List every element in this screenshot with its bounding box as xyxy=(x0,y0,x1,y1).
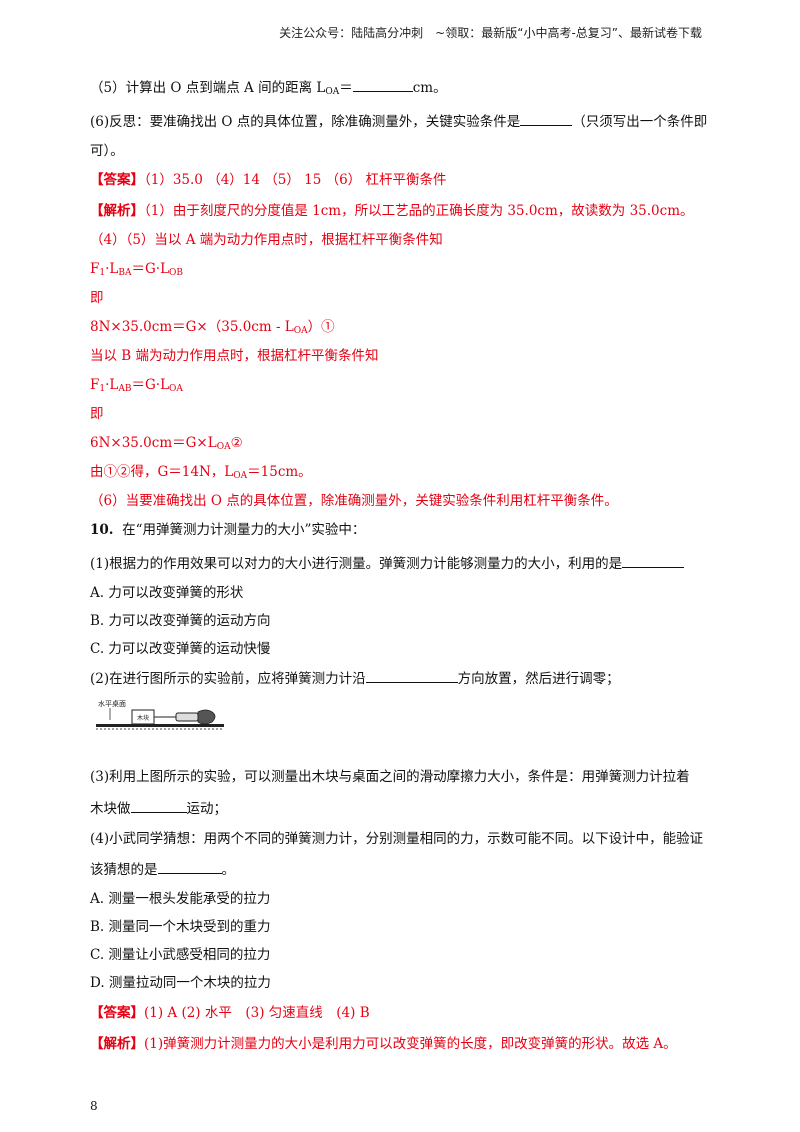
experiment-figure: 水平桌面 木块 xyxy=(96,699,224,730)
result-line: 由①②得，G＝14N，LOA＝15cm。 xyxy=(90,464,312,481)
explanation-9-line-3: 当以 B 端为动力作用点时，根据杠杆平衡条件知 xyxy=(90,348,379,364)
table-surface xyxy=(96,724,224,727)
page-header: 关注公众号：陆陆高分冲刺 ~领取：最新版“小中高考-总复习”、最新试卷下载 xyxy=(279,26,702,40)
hand-icon xyxy=(197,709,216,725)
explanation-ji-2: 即 xyxy=(90,406,104,422)
question-10-part-4-line-1: (4)小武同学猜想：用两个不同的弹簧测力计，分别测量相同的力，示数可能不同。以下… xyxy=(90,831,704,847)
explanation-9-line-4: （6）当要准确找出 O 点的具体位置，除准确测量外，关键实验条件利用杠杆平衡条件… xyxy=(90,493,618,509)
spring-scale xyxy=(175,712,199,722)
option-1a: A. 力可以改变弹簧的形状 xyxy=(90,585,244,601)
page-number: 8 xyxy=(90,1099,98,1113)
formula-1: F1·LBA＝G·LOB xyxy=(90,261,184,278)
option-4d: D. 测量拉动同一个木块的拉力 xyxy=(90,975,271,991)
answer-10: 【答案】(1) A (2) 水平 (3) 匀速直线 (4) B xyxy=(90,1005,370,1021)
question-10-stem: 10. 在“用弹簧测力计测量力的大小”实验中： xyxy=(90,522,366,538)
explanation-ji-1: 即 xyxy=(90,290,104,306)
answer-blank xyxy=(130,798,187,813)
explanation-9-line-2: （4）（5）当以 A 端为动力作用点时，根据杠杆平衡条件知 xyxy=(90,232,443,248)
question-10-part-2: (2)在进行图所示的实验前，应将弹簧测力计沿方向放置，然后进行调零； xyxy=(90,668,620,689)
question-9-6-cont: 可）。 xyxy=(90,143,124,159)
explanation-9-line-1: 【解析】（1）由于刻度尺的分度值是 1cm，所以工艺品的正确长度为 35.0cm… xyxy=(90,203,694,219)
answer-blank xyxy=(622,553,685,568)
figure-label-table: 水平桌面 xyxy=(98,699,126,708)
answer-9: 【答案】（1）35.0 （4）14 （5） 15 （6） 杠杆平衡条件 xyxy=(90,172,447,188)
question-10-part-3-line-1: (3)利用上图所示的实验，可以测量出木块与桌面之间的滑动摩擦力大小，条件是：用弹… xyxy=(90,769,690,785)
equation-1: 8N×35.0cm＝G×（35.0cm - LOA）① xyxy=(90,319,335,336)
answer-blank xyxy=(352,77,413,92)
option-4c: C. 测量让小武感受相同的拉力 xyxy=(90,947,271,963)
question-10-part-1: (1)根据力的作用效果可以对力的大小进行测量。弹簧测力计能够测量力的大小，利用的… xyxy=(90,553,685,574)
question-9-6: (6)反思：要准确找出 O 点的具体位置，除准确测量外，关键实验条件是（只须写出… xyxy=(90,111,707,132)
option-1c: C. 力可以改变弹簧的运动快慢 xyxy=(90,641,271,657)
question-9-5: （5）计算出 O 点到端点 A 间的距离 LOA＝cm。 xyxy=(90,77,447,102)
answer-blank xyxy=(157,859,222,874)
equation-2: 6N×35.0cm＝G×LOA② xyxy=(90,435,243,452)
formula-2: F1·LAB＝G·LOA xyxy=(90,377,183,394)
option-4a: A. 测量一根头发能承受的拉力 xyxy=(90,891,271,907)
option-1b: B. 力可以改变弹簧的运动方向 xyxy=(90,613,271,629)
explanation-10: 【解析】(1)弹簧测力计测量力的大小是利用力可以改变弹簧的长度，即改变弹簧的形状… xyxy=(90,1036,677,1052)
answer-blank xyxy=(520,111,573,126)
question-10-part-3-line-2: 木块做运动； xyxy=(90,798,227,819)
question-10-part-4-line-2: 该猜想的是。 xyxy=(90,859,235,880)
option-4b: B. 测量同一个木块受到的重力 xyxy=(90,919,271,935)
answer-blank xyxy=(365,668,458,683)
figure-label-block: 木块 xyxy=(137,714,149,722)
